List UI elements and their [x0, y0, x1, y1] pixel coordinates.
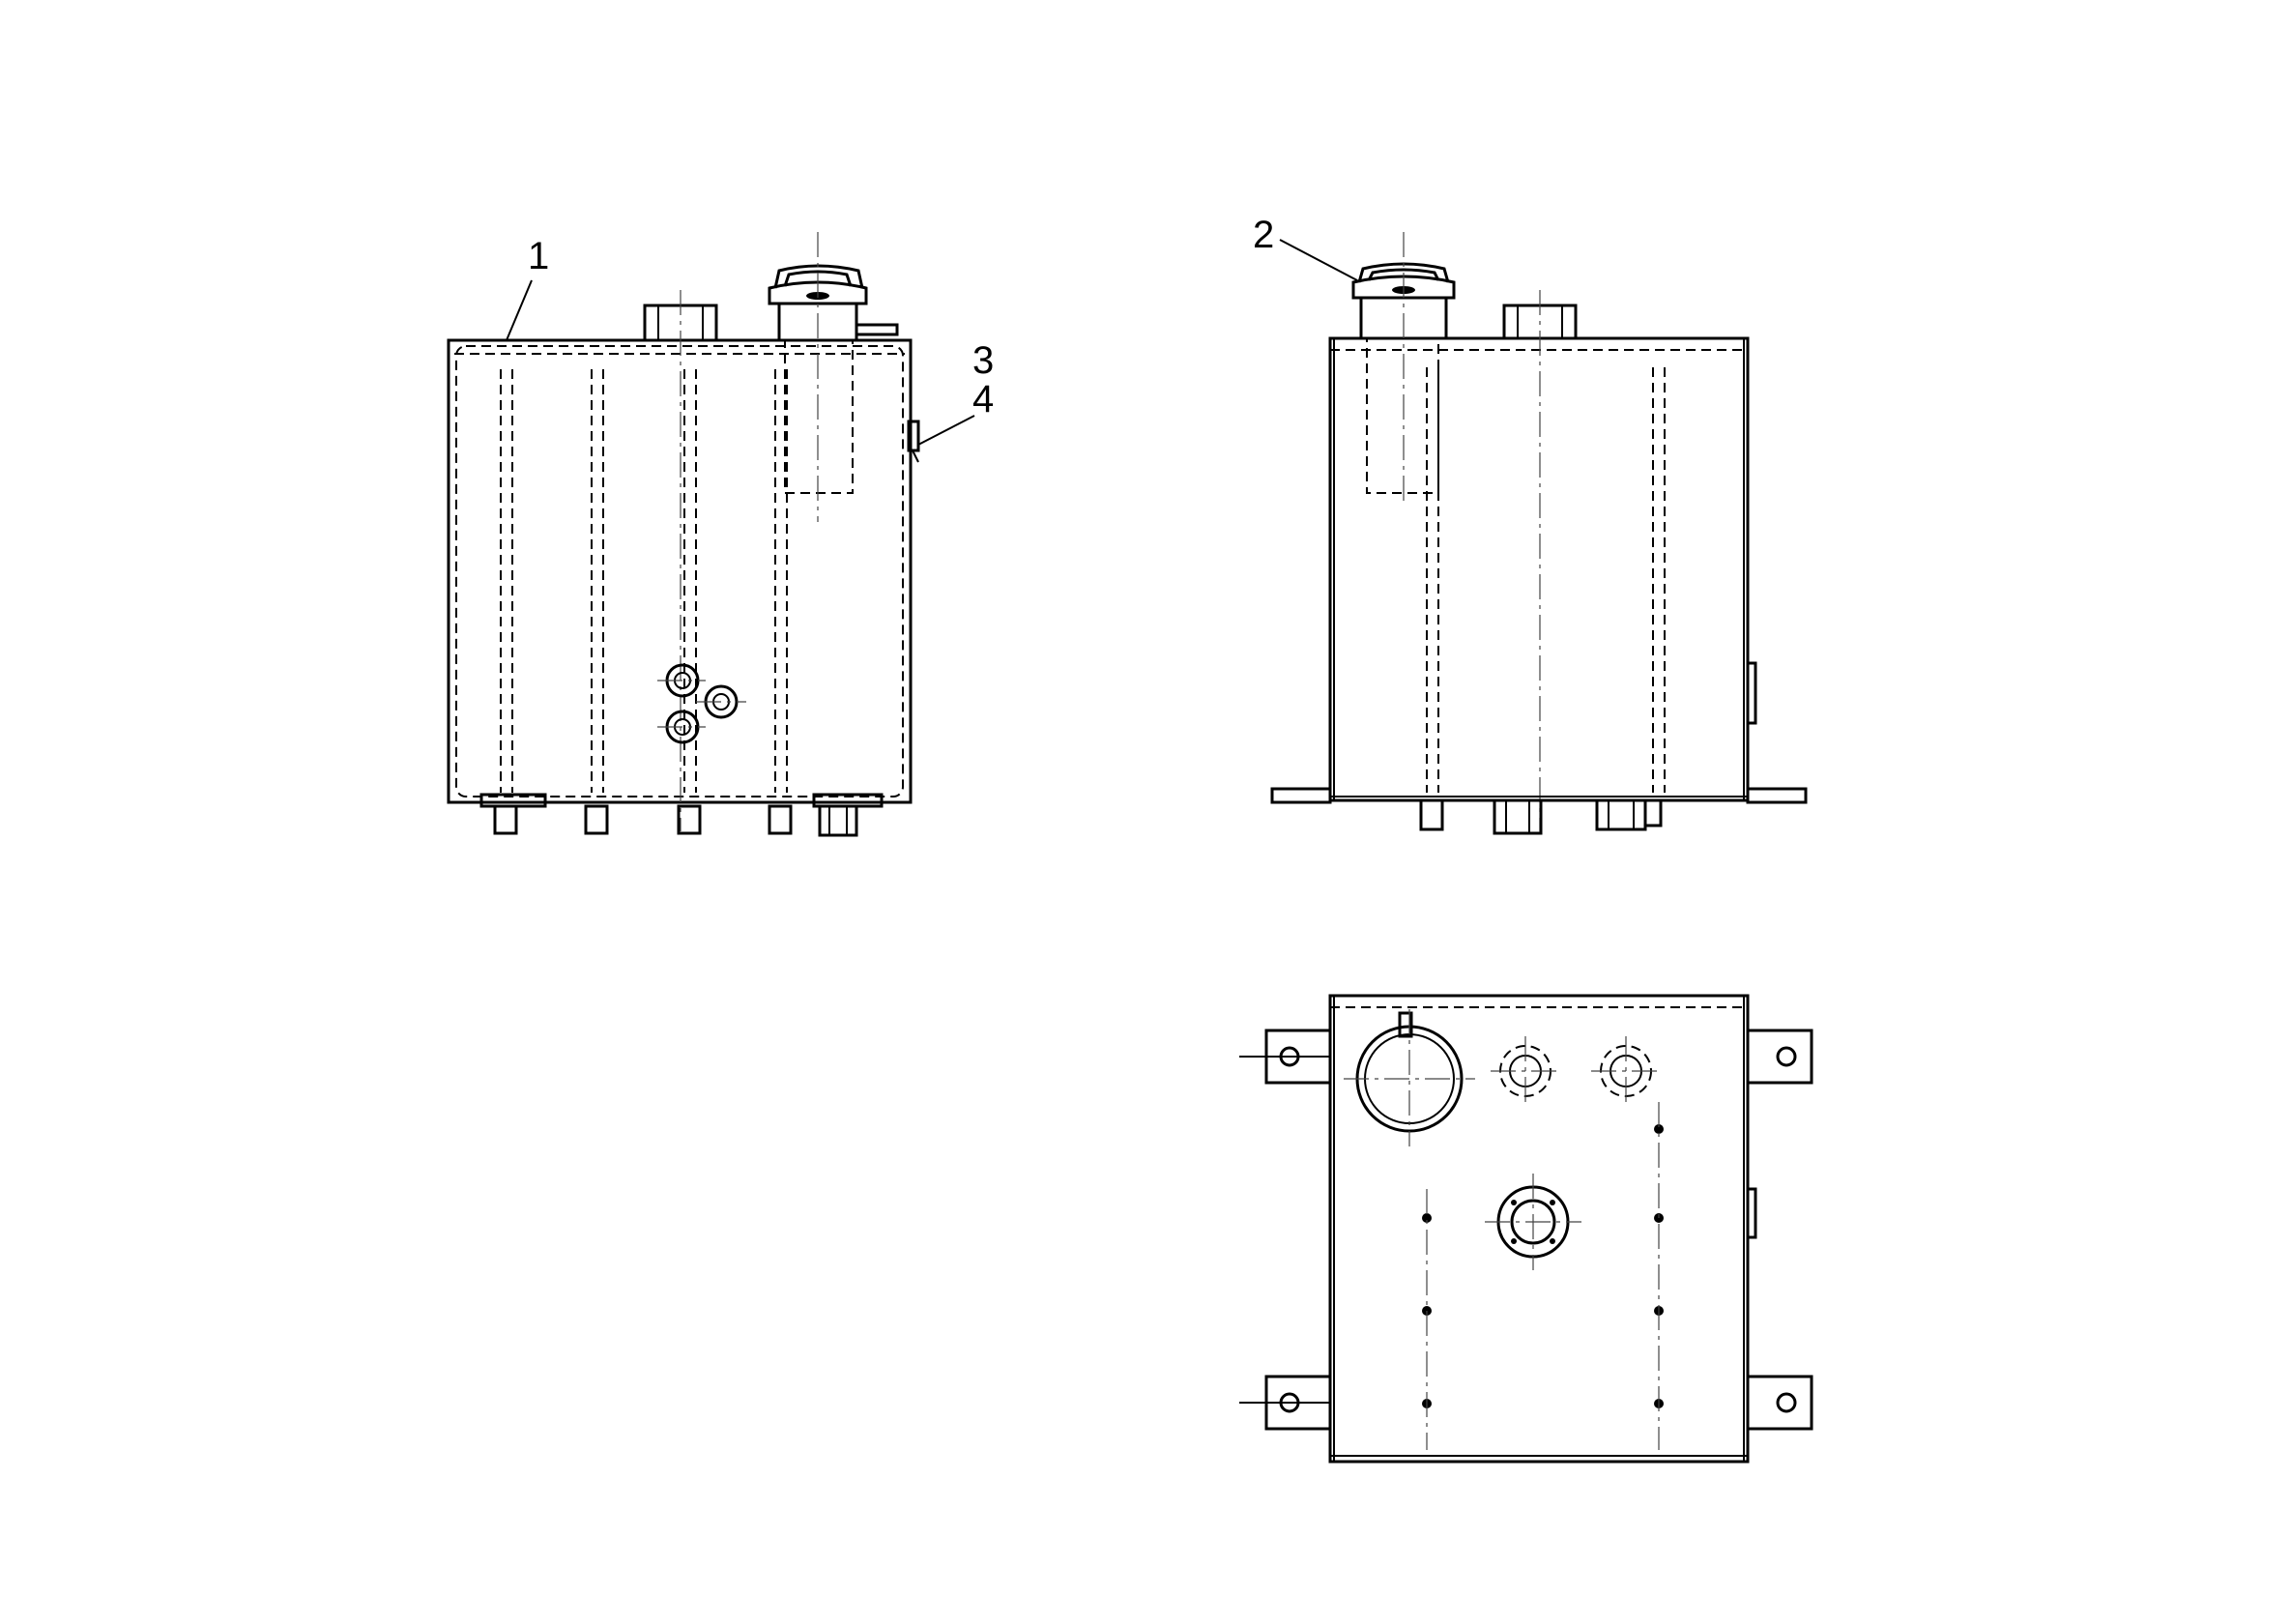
- front-stiffeners: [500, 369, 788, 793]
- callout-1: 1: [506, 235, 549, 341]
- callout-2-leader: [1279, 239, 1358, 281]
- bottom-port-circles: [1491, 1036, 1661, 1106]
- callout-4-label: 4: [972, 378, 994, 420]
- callout-4-leader: [917, 415, 975, 446]
- bottom-center-flange: [1485, 1174, 1581, 1270]
- front-view: [447, 232, 920, 837]
- side-bottom-fittings: [1419, 798, 1663, 835]
- side-base-flange: [1270, 787, 1808, 804]
- callout-2: 2: [1253, 214, 1358, 281]
- front-filler-cap: [768, 232, 899, 522]
- callout-1-label: 1: [528, 235, 549, 277]
- bottom-mounting-feet: [1239, 1029, 1813, 1431]
- side-view: [1270, 232, 1808, 835]
- callout-4: 4: [917, 378, 994, 446]
- side-tank-body: [1328, 336, 1750, 802]
- bottom-bolt-markers: [1422, 1102, 1664, 1450]
- side-top-port: [1502, 290, 1578, 831]
- callout-3-label: 3: [972, 339, 994, 382]
- bottom-view: [1239, 994, 1813, 1464]
- front-side-ports: [657, 663, 746, 744]
- side-stiffeners: [1426, 367, 1666, 793]
- bottom-filler-circle: [1344, 1009, 1475, 1146]
- callout-2-label: 2: [1253, 214, 1274, 256]
- front-tank-body: [447, 338, 913, 804]
- front-level-gauge: [907, 420, 920, 463]
- front-bottom-fittings: [479, 793, 884, 837]
- side-gauge-bracket: [1746, 661, 1757, 725]
- front-inner-outline: [455, 345, 904, 798]
- bottom-side-bracket: [1746, 1187, 1757, 1239]
- callout-3: 3: [972, 339, 994, 382]
- callout-1-leader: [506, 279, 533, 341]
